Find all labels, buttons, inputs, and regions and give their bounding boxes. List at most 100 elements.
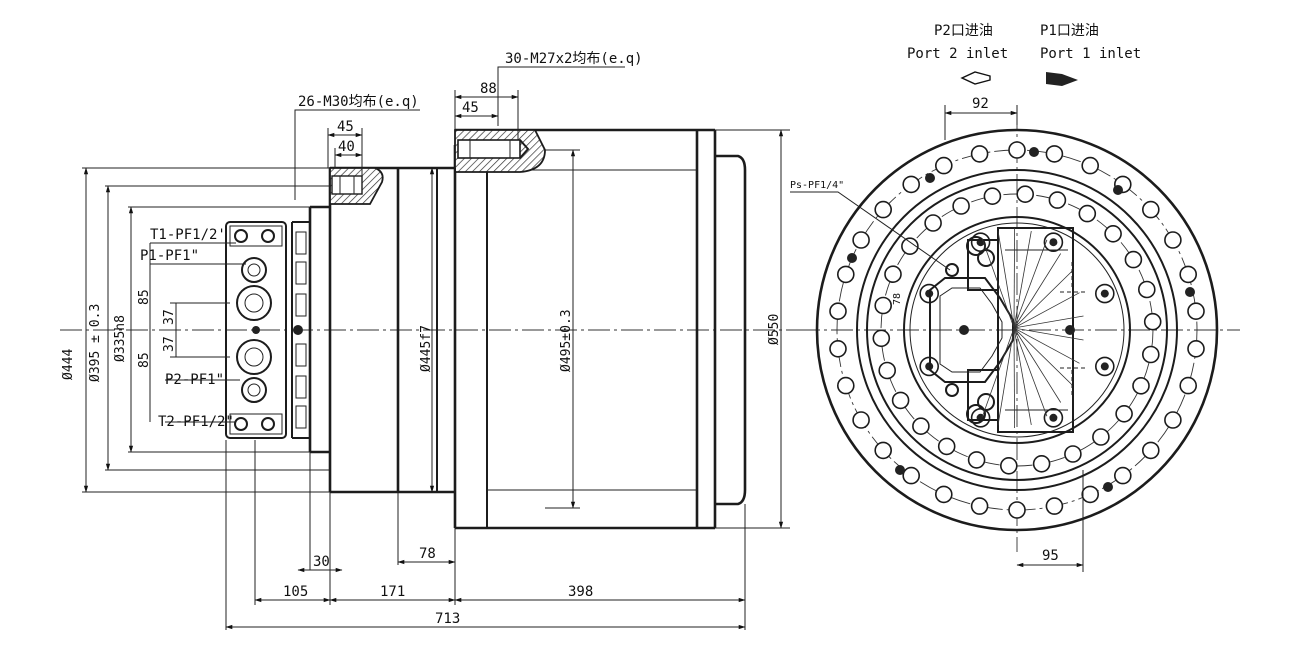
inner-bolt-hole (1016, 185, 1034, 203)
section-ray (1013, 327, 1048, 417)
outer-bolt-hole (1045, 497, 1064, 515)
inner-bolt-hole (983, 187, 1002, 205)
label-t2-port: T2-PF1/2" (158, 414, 234, 430)
dim-dia-550: Ø550 (767, 314, 782, 345)
outer-bolt-hole (874, 441, 893, 460)
motor-housing (291, 205, 330, 454)
outer-bolt-hole (1081, 485, 1099, 504)
front-view: P2口进油 Port 2 inlet P1口进油 Port 1 inlet 92… (790, 23, 1240, 572)
label-ps-port: Ps-PF1/4" (790, 180, 844, 191)
middle-flange-section (329, 167, 384, 205)
outer-bolt-hole (829, 339, 847, 358)
inner-bolt-hole (872, 329, 891, 348)
drum-flange-section (454, 129, 546, 173)
inner-bolt-hole (901, 237, 919, 255)
tapped-hole (1103, 482, 1113, 492)
bottom-dims (225, 440, 746, 630)
outer-bolt-hole (829, 302, 847, 321)
outer-rim (815, 128, 1219, 532)
outer-bolt-hole (1164, 231, 1182, 249)
inner-bolt-hole (1138, 280, 1156, 299)
dim-85-bottom: 85 (137, 352, 152, 368)
section-ray (1013, 327, 1062, 403)
callout-26-m30: 26-M30均布(e.q) (298, 94, 419, 110)
section-ray (1013, 327, 1015, 429)
outer-bolt-hole (1164, 411, 1182, 429)
hub-bolt-core (1049, 413, 1058, 422)
dim-398: 398 (568, 584, 593, 600)
dim-45-right: 45 (462, 100, 479, 116)
section-ray (1013, 327, 1084, 341)
label-p1-en: Port 1 inlet (1040, 46, 1141, 62)
outer-bolt-hole (1114, 466, 1132, 485)
outer-bolt-hole (902, 466, 921, 485)
hub-bolt-core (1100, 362, 1109, 371)
inner-bolt-hole (884, 265, 902, 284)
hub-bolt-core (1049, 238, 1058, 247)
tapped-hole (925, 173, 935, 183)
inner-bolt-hole (1092, 428, 1110, 446)
dim-88: 88 (480, 81, 497, 97)
inner-bolt-hole (999, 456, 1018, 475)
section-ray (1013, 253, 1062, 329)
main-drum (453, 128, 747, 530)
tapped-hole (847, 253, 857, 263)
outer-bolt-hole (836, 265, 855, 284)
dim-713: 713 (435, 611, 460, 627)
section-ray (1013, 327, 1072, 385)
outer-bolt-hole (1179, 376, 1197, 395)
outer-bolt-hole (970, 497, 989, 515)
inner-bolt-hole (1115, 404, 1133, 423)
section-ray (981, 327, 1015, 418)
valve-block (225, 221, 287, 439)
dim-45-left: 45 (337, 119, 354, 135)
outer-bolt-hole (836, 376, 855, 395)
dim-dia-495: Ø495±0.3 (559, 309, 574, 372)
dim-105: 105 (283, 584, 308, 600)
inner-bolt-hole (1048, 191, 1067, 209)
tapped-hole (1113, 185, 1123, 195)
inner-bolt-hole (878, 361, 897, 380)
side-view: T1-PF1/2' P1-PF1" P2-PF1" T2-PF1/2" Ø444… (60, 51, 800, 630)
outer-bolt-hole (1045, 145, 1064, 163)
dim-171: 171 (380, 584, 405, 600)
label-p1-port: P1-PF1" (140, 248, 199, 264)
inner-bolt-hole (1104, 225, 1122, 243)
outer-bolt-hole (1187, 339, 1205, 358)
inner-bolt-hole (952, 197, 970, 215)
label-p2-en: Port 2 inlet (907, 46, 1008, 62)
inner-bolt-hole (1078, 204, 1097, 223)
inner-bolt-hole (891, 391, 910, 410)
inner-bolt-hole (924, 214, 942, 232)
p2-flow-arrow-icon (960, 71, 991, 85)
dim-78: 78 (419, 546, 436, 562)
hub-ring (903, 216, 1131, 444)
dim-85-top: 85 (137, 289, 152, 305)
label-p1-cn: P1口进油 (1040, 23, 1099, 39)
inner-bolt-hole (912, 417, 930, 436)
dim-37-bottom: 37 (162, 336, 177, 352)
tapped-hole (1185, 287, 1195, 297)
inner-bolt-holes (872, 185, 1162, 475)
outer-bolt-holes (829, 141, 1205, 519)
diameter-dims-left (82, 167, 330, 493)
dim-dia-335: Ø335h8 (113, 315, 128, 362)
label-p2-cn: P2口进油 (934, 23, 993, 39)
dim-30: 30 (313, 554, 330, 570)
section-ray (1013, 239, 1048, 329)
section-ray (1013, 315, 1084, 329)
outer-bolt-hole (1179, 265, 1197, 284)
tapped-hole (895, 465, 905, 475)
section-ray (1013, 292, 1080, 329)
outer-bolt-hole (1081, 156, 1099, 175)
outer-bolt-hole (852, 231, 870, 249)
hub-ring-inner (909, 222, 1125, 438)
dim-dia-445: Ø445f7 (419, 325, 434, 372)
dim-37-top: 37 (162, 309, 177, 325)
p1-flow-arrow-icon (1046, 72, 1078, 86)
section-ray (1013, 327, 1032, 425)
dim-92: 92 (972, 96, 989, 112)
inner-bolt-hole (1032, 454, 1051, 473)
